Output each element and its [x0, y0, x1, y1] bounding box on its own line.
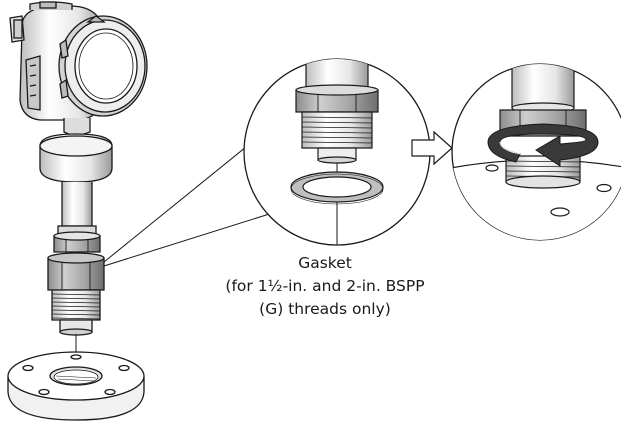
annotation-line-2: (for 1½-in. and 2-in. BSPP	[190, 275, 460, 298]
housing-cover	[59, 16, 147, 116]
transmitter-housing	[10, 2, 147, 135]
gasket-annotation: Gasket (for 1½-in. and 2-in. BSPP (G) th…	[250, 252, 400, 321]
sensor-body	[40, 134, 112, 236]
mounting-flange	[8, 352, 144, 420]
process-thread	[52, 290, 100, 335]
transmitter	[8, 2, 147, 420]
detail-circle	[244, 40, 430, 245]
coupling-nut	[54, 232, 100, 252]
installed-detail-circle	[440, 52, 621, 260]
annotation-line-3: (G) threads only)	[190, 298, 460, 321]
annotation-line-1: Gasket	[190, 252, 460, 275]
hex-nut	[48, 253, 104, 290]
